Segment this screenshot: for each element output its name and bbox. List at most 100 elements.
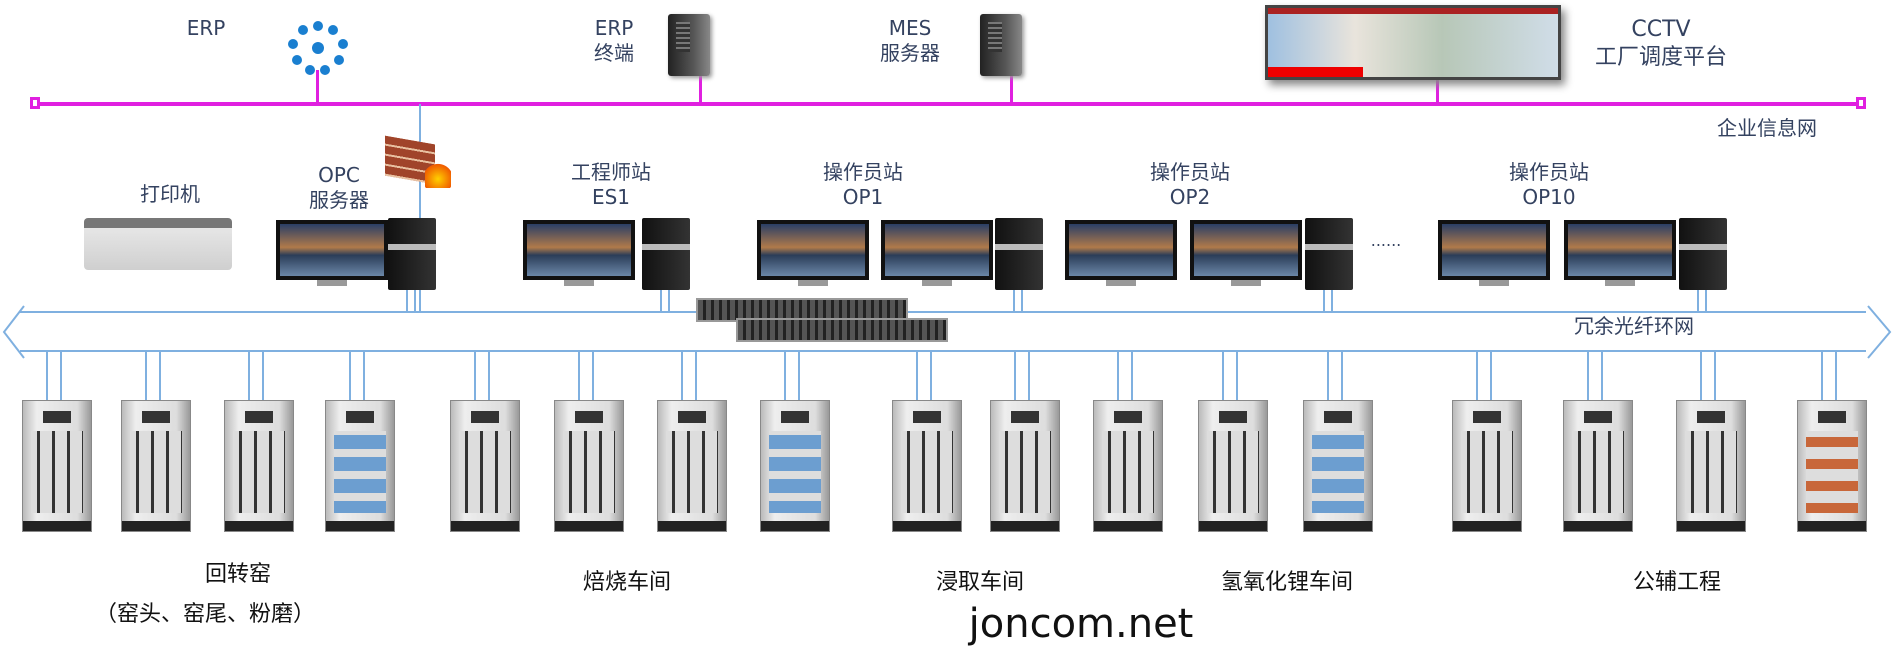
mes-line1: MES (888, 16, 932, 40)
control-cabinet-icon (1198, 400, 1268, 532)
cabinet-link (1014, 352, 1016, 400)
ring-link (660, 290, 662, 312)
monitor-icon (1564, 220, 1676, 280)
control-cabinet-icon (1563, 400, 1633, 532)
monitor-stand (564, 280, 594, 286)
erp-terminal-line2: 终端 (594, 41, 634, 65)
monitor-stand (1605, 280, 1635, 286)
enterprise-network-label: 企业信息网 (1717, 116, 1817, 140)
monitor-icon (1065, 220, 1177, 280)
cctv-line1: CCTV (1631, 17, 1691, 42)
erp-terminal-server-icon (668, 14, 710, 76)
mes-line2: 服务器 (880, 41, 940, 65)
cabinet-link (1821, 352, 1823, 400)
op1-line1: 操作员站 (823, 160, 903, 184)
cabinet-link (1700, 352, 1702, 400)
control-cabinet-icon (450, 400, 520, 532)
cabinet-link (349, 352, 351, 400)
cabinet-link (488, 352, 490, 400)
cabinet-link (681, 352, 683, 400)
workshop-utilities-label: 公辅工程 (1632, 570, 1722, 595)
ring-arrow-right-icon (1867, 305, 1892, 359)
ring-link (1021, 290, 1023, 312)
erp-link (316, 70, 319, 104)
ring-link (1013, 290, 1015, 312)
workshop-kiln-label: 回转窑 (204, 562, 272, 587)
ring-link (406, 290, 408, 312)
cabinet-link (262, 352, 264, 400)
monitor-icon (881, 220, 993, 280)
op2-pc-tower-icon (1305, 218, 1353, 290)
cabinet-link (145, 352, 147, 400)
op10-line2: OP10 (1522, 185, 1576, 209)
control-cabinet-icon (1303, 400, 1373, 532)
cabinet-link (474, 352, 476, 400)
monitor-icon (276, 220, 388, 280)
control-cabinet-icon (1676, 400, 1746, 532)
monitor-stand (1231, 280, 1261, 286)
monitor-icon (757, 220, 869, 280)
workshop-leaching-label: 浸取车间 (935, 570, 1025, 595)
cabinet-link (46, 352, 48, 400)
monitor-stand (317, 280, 347, 286)
cabinet-link (1117, 352, 1119, 400)
monitor-stand (922, 280, 952, 286)
monitor-stand (1479, 280, 1509, 286)
es1-line1: 工程师站 (571, 160, 651, 184)
ring-link (1705, 290, 1707, 312)
control-cabinet-icon (657, 400, 727, 532)
ring-link (1331, 290, 1333, 312)
opc-uplink (419, 104, 421, 312)
control-cabinet-icon (1093, 400, 1163, 532)
cabinet-link (695, 352, 697, 400)
ring-network-label: 冗余光纤环网 (1574, 314, 1694, 338)
cabinet-link (798, 352, 800, 400)
workshop-roasting-label: 焙烧车间 (582, 570, 672, 595)
cabinet-link (916, 352, 918, 400)
cabinet-link (1835, 352, 1837, 400)
fire-icon (425, 158, 451, 188)
ellipsis: ...... (1370, 231, 1402, 250)
bus-end-cap-right (1856, 97, 1866, 109)
printer-label: 打印机 (140, 182, 200, 206)
monitor-stand (1106, 280, 1136, 286)
ring-link (414, 290, 416, 312)
op1-pc-tower-icon (995, 218, 1043, 290)
monitor-icon (1438, 220, 1550, 280)
control-cabinet-icon (121, 400, 191, 532)
control-cabinet-icon (325, 400, 395, 532)
ring-network-top-line (20, 311, 1866, 313)
control-cabinet-icon (554, 400, 624, 532)
ring-link (1697, 290, 1699, 312)
control-cabinet-icon (1452, 400, 1522, 532)
control-cabinet-icon (760, 400, 830, 532)
printer-icon (84, 218, 232, 270)
control-cabinet-icon (22, 400, 92, 532)
cabinet-link (1327, 352, 1329, 400)
erp-label: ERP (186, 16, 226, 40)
mes-server-icon (980, 14, 1022, 76)
cabinet-link (1236, 352, 1238, 400)
cctv-link (1436, 80, 1439, 104)
opc-line2: 服务器 (309, 188, 369, 212)
cabinet-link (1131, 352, 1133, 400)
watermark: joncom.net (968, 601, 1194, 647)
op10-pc-tower-icon (1679, 218, 1727, 290)
opc-line1: OPC (318, 163, 360, 187)
erp-terminal-line1: ERP (594, 16, 634, 40)
bus-end-cap-left (30, 97, 40, 109)
es1-line2: ES1 (591, 185, 631, 209)
cabinet-link (1490, 352, 1492, 400)
ring-link (1323, 290, 1325, 312)
cabinet-link (578, 352, 580, 400)
cabinet-link (1476, 352, 1478, 400)
cabinet-link (592, 352, 594, 400)
